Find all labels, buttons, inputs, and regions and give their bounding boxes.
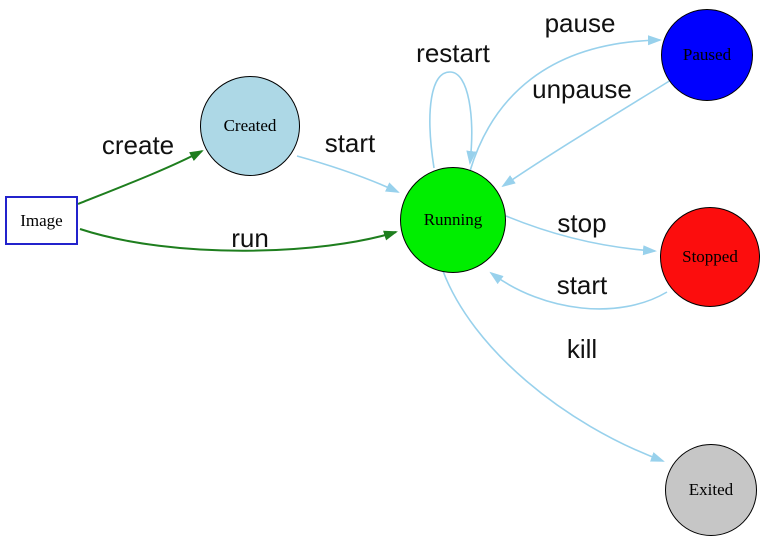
node-image: Image [5,196,78,245]
node-stopped-label: Stopped [682,247,738,266]
node-created-label: Created [223,116,277,135]
edge-restart-loop [429,71,477,169]
node-paused-label: Paused [682,45,732,64]
node-image-label: Image [20,210,63,230]
edge-label-kill: kill [566,334,598,364]
edge-unpause [501,79,672,188]
node-stopped: Stopped [660,207,760,307]
node-paused: Paused [661,9,753,101]
edge-label-restart: restart [416,38,490,68]
edge-label-run: run [231,223,269,253]
edge-label-pause: pause [544,8,616,38]
edge-create [77,150,204,205]
edge-label-unpause: unpause [532,74,632,104]
edge-stop [505,215,657,256]
edge-kill [442,270,665,462]
node-exited: Exited [665,444,757,536]
edge-start-stopped-running [489,271,668,310]
node-running: Running [400,167,506,273]
edge-label-stop: stop [557,208,607,238]
edge-label-start-stopped-running: start [556,270,608,300]
node-running-label: Running [423,210,483,229]
edge-label-create: create [101,130,175,160]
edge-run [79,228,398,252]
edge-start-created-running [296,155,400,193]
edge-label-start-created-running: start [324,128,376,158]
edge-pause [469,35,662,172]
node-created: Created [200,76,300,176]
node-exited-label: Exited [688,480,734,499]
